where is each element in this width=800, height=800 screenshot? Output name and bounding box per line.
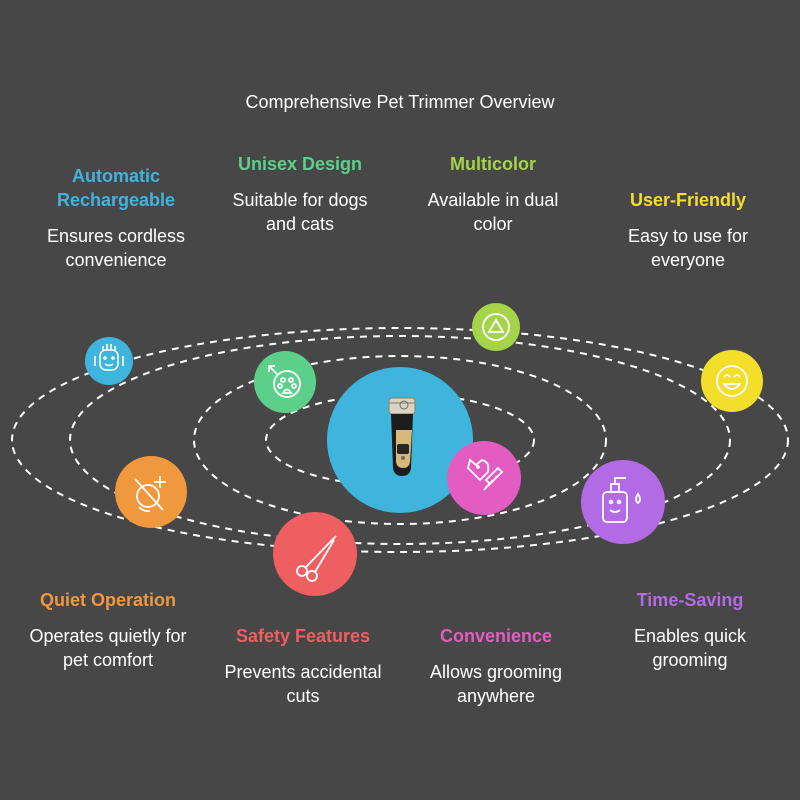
feature-automatic-title: Automatic Rechargeable — [56, 166, 176, 210]
node-convenience — [447, 441, 521, 515]
paw-in-circle-icon — [268, 365, 301, 398]
feature-userfriendly-title: User-Friendly — [629, 190, 747, 210]
muted-sound-icon — [134, 476, 166, 513]
feature-unisex: Unisex Design Suitable for dogs and cats — [200, 152, 400, 236]
feature-automatic-desc: Ensures cordless convenience — [46, 226, 186, 270]
node-automatic — [85, 337, 133, 385]
feature-quiet-title: Quiet Operation — [39, 590, 176, 610]
feature-quiet: Quiet Operation Operates quietly for pet… — [8, 588, 208, 672]
center-node — [327, 367, 473, 513]
feature-automatic: Automatic Rechargeable Ensures cordless … — [16, 164, 216, 272]
node-userfriendly — [701, 350, 763, 412]
feature-userfriendly-desc: Easy to use for everyone — [627, 226, 749, 270]
node-safety — [273, 512, 357, 596]
node-unisex — [254, 351, 316, 413]
feature-quiet-desc: Operates quietly for pet comfort — [29, 626, 187, 670]
feature-unisex-title: Unisex Design — [237, 154, 363, 174]
node-quiet — [115, 456, 187, 528]
feature-multicolor: Multicolor Available in dual color — [393, 152, 593, 236]
feature-unisex-desc: Suitable for dogs and cats — [232, 190, 368, 234]
feature-safety-desc: Prevents accidental cuts — [224, 662, 382, 706]
feature-convenience: Convenience Allows grooming anywhere — [396, 624, 596, 708]
feature-timesaving-title: Time-Saving — [636, 590, 744, 610]
pet-clipper-icon — [388, 397, 416, 476]
smiley-face-icon — [716, 365, 748, 397]
orbit-ring-outer — [11, 327, 789, 553]
triangle-in-circle-icon — [482, 313, 510, 341]
hairclipper-face-icon — [94, 344, 124, 371]
orbit-ring-3 — [69, 335, 731, 545]
feature-convenience-desc: Allows grooming anywhere — [429, 662, 563, 706]
scissors-icon — [296, 535, 337, 582]
feature-safety: Safety Features Prevents accidental cuts — [203, 624, 403, 708]
feature-userfriendly: User-Friendly Easy to use for everyone — [588, 188, 788, 272]
feature-timesaving: Time-Saving Enables quick grooming — [590, 588, 790, 672]
node-timesaving — [581, 460, 665, 544]
feature-multicolor-title: Multicolor — [450, 154, 536, 174]
node-multicolor — [472, 303, 520, 351]
pet-shampoo-icon — [602, 477, 641, 523]
orbit-ring-2 — [193, 355, 607, 525]
feature-multicolor-desc: Available in dual color — [427, 190, 559, 234]
feature-timesaving-desc: Enables quick grooming — [633, 626, 747, 670]
feature-safety-title: Safety Features — [235, 626, 371, 646]
dog-and-comb-icon — [467, 458, 504, 491]
feature-convenience-title: Convenience — [439, 626, 553, 646]
diagram-title: Comprehensive Pet Trimmer Overview — [245, 92, 555, 112]
